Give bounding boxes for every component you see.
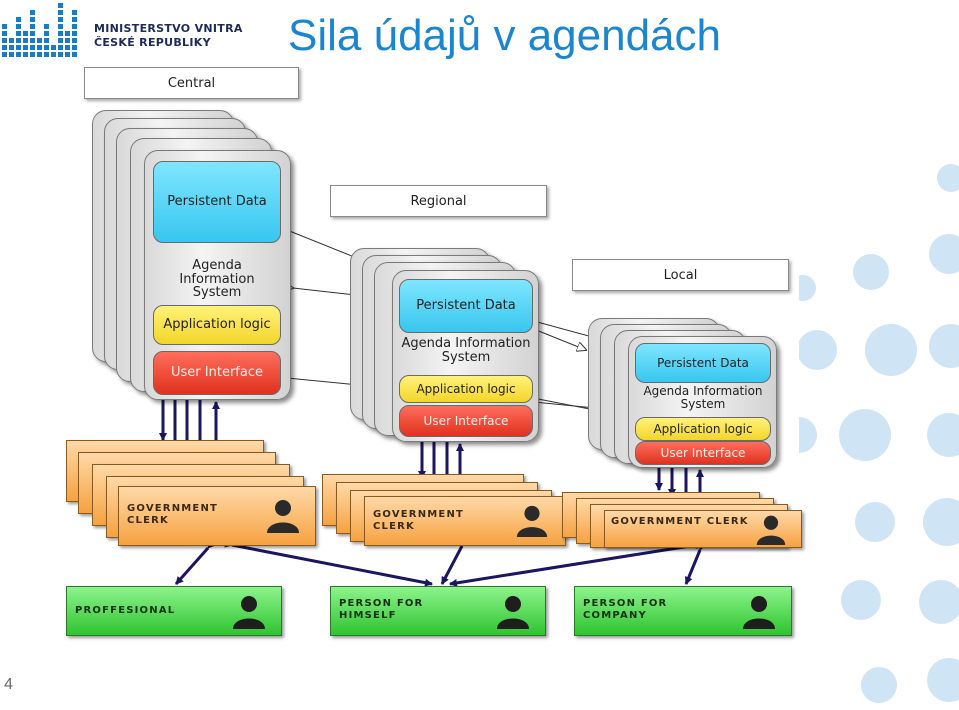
person-icon [516, 505, 548, 537]
user-interface-box: User Interface [399, 405, 533, 437]
person-icon [743, 596, 775, 629]
clerk-label: GOVERNMENT CLERK [127, 503, 219, 526]
regional-system-card: Persistent Data Agenda Information Syste… [392, 270, 539, 442]
local-system-card: Persistent Data Agenda Information Syste… [628, 336, 777, 468]
person-himself-actor: PERSON FOR HIMSELF [330, 586, 546, 636]
agenda-info-label: Agenda Information System [179, 258, 255, 301]
person-himself-label: PERSON FOR HIMSELF [339, 598, 424, 621]
ministry-name: MINISTERSTVO VNITRA ČESKÉ REPUBLIKY [94, 22, 243, 50]
agenda-info-label: Agenda Information System [643, 384, 763, 411]
ministry-line-1: MINISTERSTVO VNITRA [94, 22, 243, 35]
application-logic-box: Application logic [399, 375, 533, 403]
regional-clerk-card: GOVERNMENT CLERK [364, 496, 566, 546]
decorative-dots-icon [799, 164, 959, 703]
persistent-data-box: Persistent Data [399, 279, 533, 333]
persistent-data-box: Persistent Data [153, 161, 281, 243]
user-interface-box: User Interface [153, 351, 281, 395]
clerk-label: GOVERNMENT CLERK [611, 516, 749, 527]
ministry-logo-icon [2, 3, 77, 57]
central-clerk-card: GOVERNMENT CLERK [118, 486, 316, 546]
local-label: Local [572, 259, 789, 291]
person-company-label: PERSON FOR COMPANY [583, 598, 668, 621]
person-icon [497, 596, 529, 629]
page-title: Sila údajů v agendách [288, 11, 721, 60]
professional-actor: PROFFESIONAL [66, 586, 282, 636]
regional-label: Regional [330, 185, 547, 217]
page-number: 4 [4, 676, 13, 693]
application-logic-box: Application logic [635, 417, 771, 441]
person-icon [233, 596, 265, 629]
person-icon [267, 500, 299, 533]
persistent-data-box: Persistent Data [635, 343, 771, 383]
person-icon [756, 515, 786, 545]
clerk-label: GOVERNMENT CLERK [373, 509, 465, 532]
central-label: Central [84, 67, 299, 99]
user-interface-box: User Interface [635, 441, 771, 465]
ministry-line-2: ČESKÉ REPUBLIKY [94, 36, 211, 49]
application-logic-box: Application logic [153, 305, 281, 345]
person-company-actor: PERSON FOR COMPANY [574, 586, 792, 636]
professional-label: PROFFESIONAL [75, 605, 176, 616]
local-clerk-card: GOVERNMENT CLERK [604, 510, 802, 548]
agenda-info-label: Agenda Information System [401, 336, 531, 365]
central-system-card: Persistent Data Agenda Information Syste… [144, 150, 291, 400]
